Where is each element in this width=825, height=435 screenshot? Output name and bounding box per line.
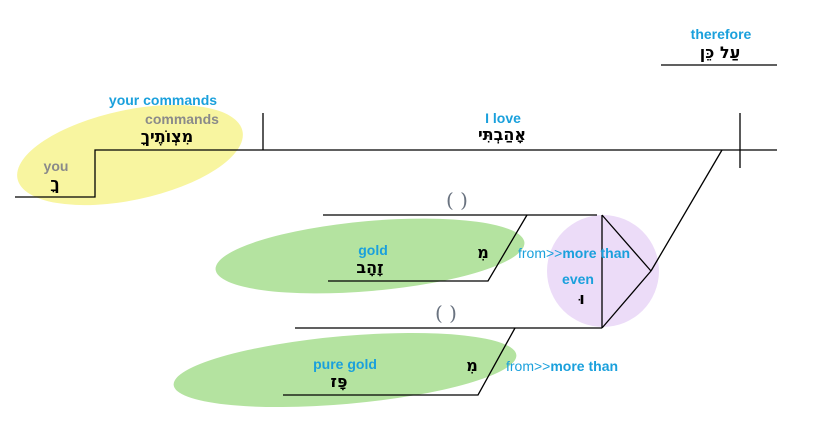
therefore-hebrew: עַל כֵּן	[700, 43, 740, 62]
phrase2-english: pure gold	[313, 356, 377, 372]
phrase2-prep-hebrew: מִ	[466, 356, 478, 375]
subject-english: you	[44, 158, 69, 174]
highlight-conjunction-circle	[547, 215, 659, 327]
phrase1-english: gold	[358, 242, 388, 258]
object-hebrew: מִצְוֹתֶיךָ	[140, 127, 193, 146]
conjunction-english: even	[562, 271, 594, 287]
highlight-puregold-ellipse	[173, 332, 517, 408]
object-english: your commands	[109, 92, 217, 108]
phrase2-prep-english: from>>more than	[506, 358, 618, 374]
phrase1-prep-hebrew: מִ	[477, 243, 489, 262]
phrase2-prep-from: from>>	[506, 358, 550, 374]
phrase2-paren: ( )	[435, 301, 457, 325]
conjunction-hebrew: וּ	[578, 289, 585, 308]
highlight-gold-ellipse	[215, 218, 525, 294]
phrase1-prep-more: more than	[562, 245, 630, 261]
diagram-lines	[15, 64, 777, 396]
verb-english: I love	[485, 110, 521, 126]
subject-hebrew: ךָ	[50, 174, 60, 193]
phrase1-prep-english: from>>more than	[518, 245, 630, 261]
phrase2-hebrew: פָּז	[331, 372, 348, 391]
phrase1-paren: ( )	[446, 188, 468, 212]
highlight-object-ellipse	[17, 104, 243, 206]
phrase1-prep-from: from>>	[518, 245, 562, 261]
phrase2-prep-more: more than	[550, 358, 618, 374]
object-gloss: commands	[145, 111, 219, 127]
phrase1-hebrew: זָהָב	[356, 258, 383, 277]
therefore-english: therefore	[691, 26, 752, 42]
verb-hebrew: אָהַבְתִּי	[478, 125, 526, 144]
